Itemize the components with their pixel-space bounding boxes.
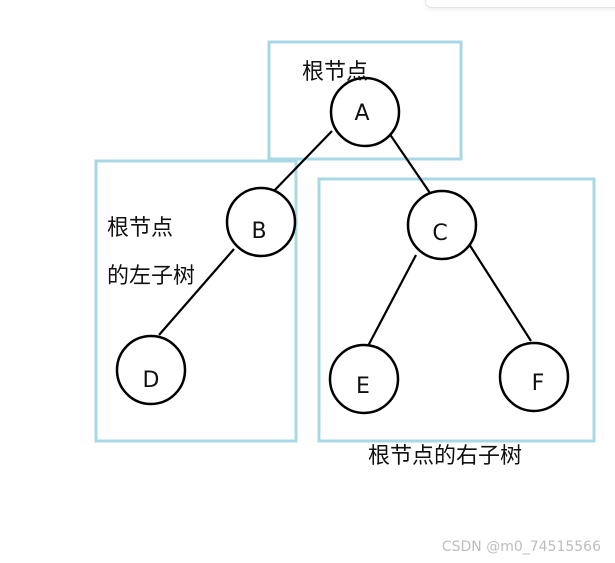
right-subtree-label: 根节点的右子树 — [368, 444, 523, 469]
node-a-label: A — [354, 101, 369, 126]
left-subtree-label-line2: 的左子树 — [107, 264, 196, 289]
node-c-label: C — [432, 221, 447, 246]
edge-c-e — [367, 254, 417, 347]
node-f-label: F — [532, 371, 545, 396]
left-subtree-box — [94, 159, 298, 443]
root-node-label: 根节点 — [302, 60, 369, 85]
edge-b-d — [158, 248, 235, 336]
node-e-label: E — [356, 374, 370, 399]
left-subtree-label-line1: 根节点 — [107, 216, 174, 241]
edge-c-f — [468, 243, 532, 342]
watermark-text: CSDN @m0_74515566 — [441, 539, 601, 555]
top-edge-bar — [425, 0, 615, 8]
node-f: F — [498, 341, 570, 413]
root-box — [267, 40, 463, 161]
node-c: C — [406, 189, 478, 261]
right-subtree-box — [317, 177, 596, 443]
node-b-label: B — [251, 219, 266, 244]
node-d: D — [115, 334, 187, 406]
node-a: A — [329, 76, 401, 148]
node-e: E — [328, 343, 400, 415]
edge-a-c — [388, 132, 431, 194]
edge-a-b — [270, 130, 333, 195]
node-d-label: D — [143, 368, 160, 393]
node-b: B — [225, 186, 297, 258]
